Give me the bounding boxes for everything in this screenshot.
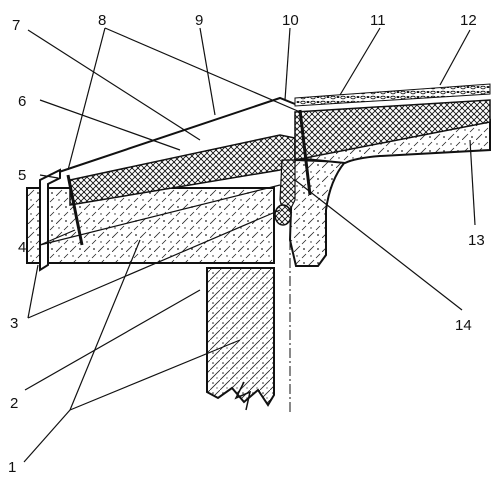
callout-8-a: 8	[98, 12, 106, 29]
callout-2: 2	[10, 395, 18, 412]
callout-5: 5	[18, 167, 26, 184]
gutter	[39, 168, 61, 272]
callout-6: 6	[18, 93, 26, 110]
wall-plate	[26, 187, 275, 264]
callout-3-a: 3	[10, 315, 18, 332]
leader-lines	[23, 27, 476, 463]
callout-12: 12	[460, 12, 477, 29]
wall-section	[206, 267, 275, 411]
callout-10: 10	[282, 12, 299, 29]
callout-7: 7	[12, 17, 20, 34]
callout-4-a: 4	[18, 239, 26, 256]
callout-1-a: 1	[8, 459, 16, 476]
callout-labels: 1 1 2 3 3 4 4 5 6 7 8 8 9 10 11 12 13 14	[8, 12, 485, 476]
roof-covering	[49, 83, 491, 176]
joint-filler	[274, 159, 296, 226]
callout-13: 13	[468, 232, 485, 249]
callout-14: 14	[455, 317, 472, 334]
callout-9: 9	[195, 12, 203, 29]
anchors	[66, 109, 312, 246]
callout-11: 11	[370, 12, 386, 29]
